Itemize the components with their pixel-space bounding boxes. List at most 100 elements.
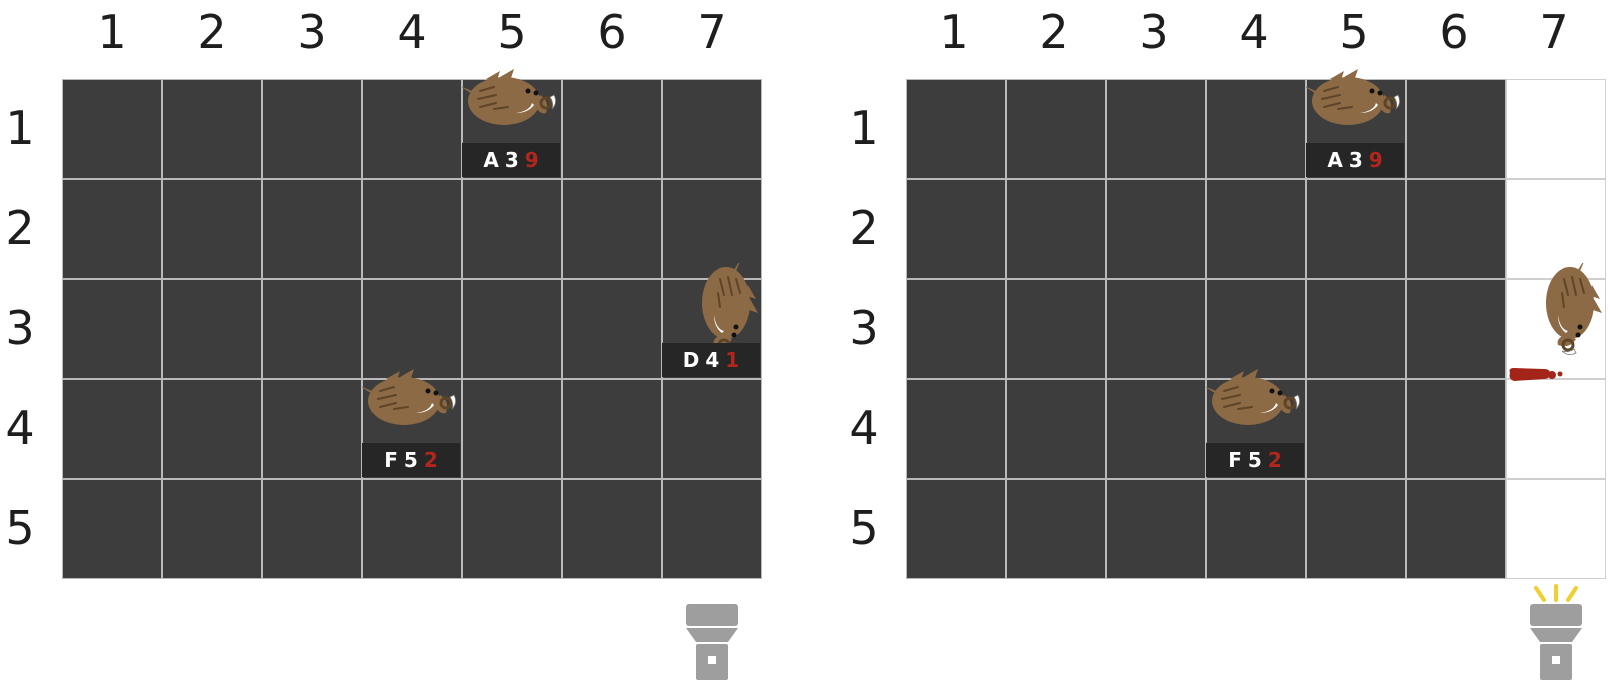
grid-cell[interactable] (162, 79, 262, 179)
grid-cell[interactable] (262, 479, 362, 579)
grid-cell[interactable] (362, 179, 462, 279)
row-label: 1 (5, 101, 35, 155)
grid-cell[interactable] (262, 79, 362, 179)
grid-cell[interactable] (1206, 479, 1306, 579)
grid-cell[interactable] (906, 179, 1006, 279)
grid-cell[interactable] (1306, 179, 1406, 279)
grid-cell[interactable] (1106, 179, 1206, 279)
grid-cell[interactable] (462, 279, 562, 379)
flashlight-icon[interactable] (682, 582, 742, 682)
column-label: 1 (939, 5, 969, 59)
game-grid (906, 79, 1606, 579)
column-label: 7 (1539, 5, 1569, 59)
column-label: 6 (1439, 5, 1469, 59)
grid-cell[interactable] (906, 379, 1006, 479)
grid-cell[interactable] (562, 479, 662, 579)
grid-cell[interactable] (462, 479, 562, 579)
row-label: 1 (849, 101, 879, 155)
grid-cell[interactable] (1006, 79, 1106, 179)
grid-cell[interactable] (62, 179, 162, 279)
boar-D[interactable] (1506, 257, 1606, 381)
grid-cell[interactable] (1306, 479, 1406, 579)
grid-cell[interactable] (62, 79, 162, 179)
grid-cell[interactable] (1006, 479, 1106, 579)
grid-cell[interactable] (362, 79, 462, 179)
grid-cell[interactable] (1506, 479, 1606, 579)
boar-hp: 1 (725, 348, 740, 372)
grid-cell[interactable] (1006, 279, 1106, 379)
column-label: 6 (597, 5, 627, 59)
grid-cell[interactable] (1306, 379, 1406, 479)
column-label: 2 (1039, 5, 1069, 59)
grid-cell[interactable] (1206, 279, 1306, 379)
grid-cell[interactable] (662, 479, 762, 579)
grid-cell[interactable] (262, 279, 362, 379)
grid-cell[interactable] (162, 279, 262, 379)
grid-cell[interactable] (62, 379, 162, 479)
grid-cell[interactable] (562, 279, 662, 379)
grid-cell[interactable] (1406, 379, 1506, 479)
grid-cell[interactable] (1206, 79, 1306, 179)
grid-cell[interactable] (1106, 79, 1206, 179)
grid-cell[interactable] (662, 179, 762, 279)
grid-cell[interactable] (62, 279, 162, 379)
boar-value: 4 (705, 348, 720, 372)
grid-cell[interactable] (1006, 379, 1106, 479)
grid-cell[interactable] (662, 379, 762, 479)
grid-cell[interactable] (906, 279, 1006, 379)
grid-cell[interactable] (906, 479, 1006, 579)
grid-cell[interactable] (62, 479, 162, 579)
boar-value: 3 (1348, 148, 1363, 172)
boar-icon (358, 363, 462, 467)
column-label: 4 (1239, 5, 1269, 59)
grid-cell[interactable] (1406, 179, 1506, 279)
grid-cell[interactable] (1406, 479, 1506, 579)
grid-cell[interactable] (662, 79, 762, 179)
grid-cell[interactable] (1106, 479, 1206, 579)
flashlight-on-icon[interactable] (1526, 582, 1586, 682)
grid-cell[interactable] (162, 379, 262, 479)
grid-cell[interactable] (1406, 279, 1506, 379)
grid-cell[interactable] (262, 179, 362, 279)
grid-cell[interactable] (1306, 279, 1406, 379)
grid-cell[interactable] (362, 279, 462, 379)
boar-id: A (483, 148, 499, 172)
row-label: 5 (5, 501, 35, 555)
grid-cell[interactable] (1206, 179, 1306, 279)
column-label: 5 (497, 5, 527, 59)
row-label: 3 (5, 301, 35, 355)
grid-cell[interactable] (462, 179, 562, 279)
grid-cell[interactable] (1006, 179, 1106, 279)
grid-cell[interactable] (262, 379, 362, 479)
grid-cell[interactable] (362, 479, 462, 579)
grid-cell[interactable] (462, 379, 562, 479)
grid-cell[interactable] (562, 179, 662, 279)
boar-hp: 9 (1368, 148, 1383, 172)
boar-hp: 2 (423, 448, 438, 472)
column-label: 4 (397, 5, 427, 59)
column-label: 3 (1139, 5, 1169, 59)
grid-cell[interactable] (1106, 379, 1206, 479)
grid-cell[interactable] (162, 479, 262, 579)
blood-splatter-icon (1506, 355, 1606, 399)
grid-cell[interactable] (562, 379, 662, 479)
grid-cell[interactable] (1106, 279, 1206, 379)
grid-cell[interactable] (1506, 179, 1606, 279)
boar-icon (1202, 363, 1306, 467)
grid-cell[interactable] (162, 179, 262, 279)
grid-cell[interactable] (1406, 79, 1506, 179)
grid-cell[interactable] (1506, 79, 1606, 179)
grid-cell[interactable] (1506, 379, 1606, 479)
boar-hp: 9 (524, 148, 539, 172)
row-label: 5 (849, 501, 879, 555)
column-label: 1 (97, 5, 127, 59)
grid-cell[interactable] (562, 79, 662, 179)
grid-cell[interactable] (906, 79, 1006, 179)
